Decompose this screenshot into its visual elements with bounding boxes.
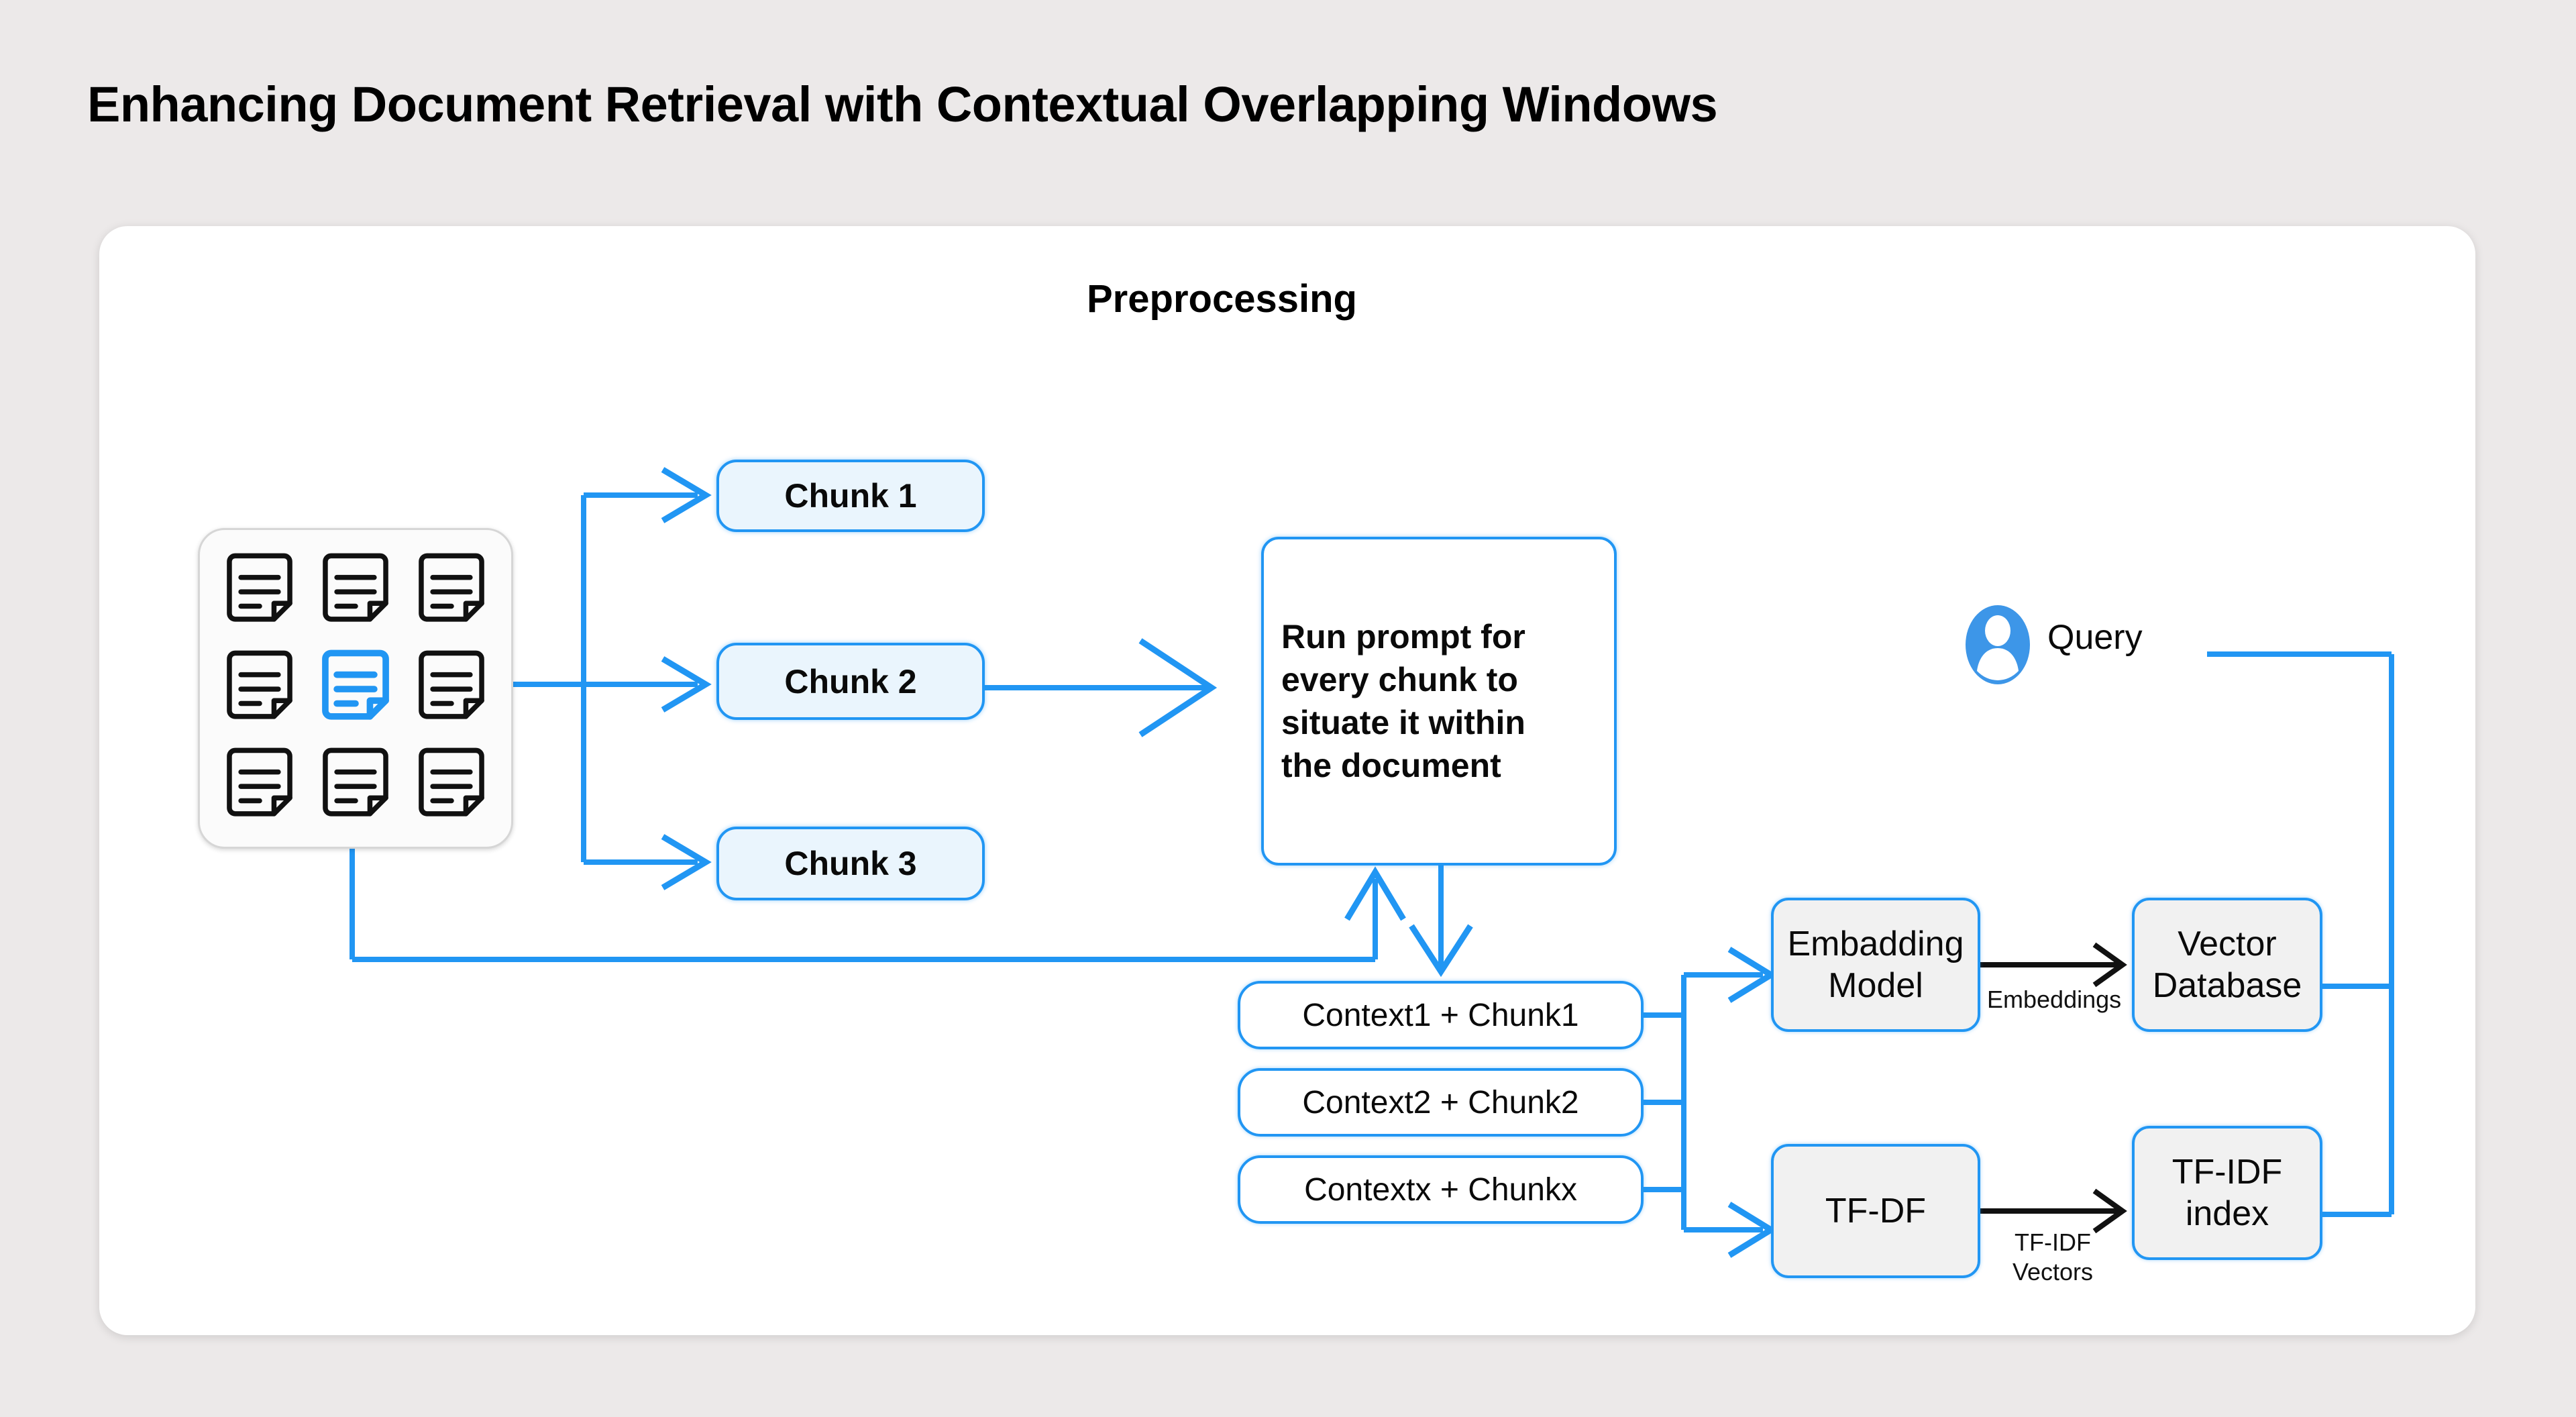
context-label: Context1 + Chunk1 bbox=[1302, 997, 1579, 1033]
documents-grid-icon bbox=[198, 528, 513, 849]
store-line: TF-DF bbox=[1825, 1191, 1927, 1230]
document-icon bbox=[323, 747, 388, 817]
store-line: TF-IDF bbox=[2171, 1152, 2283, 1192]
store-line: Embadding bbox=[1787, 924, 1964, 963]
document-icon bbox=[227, 747, 293, 817]
context-box-1[interactable]: Context1 + Chunk1 bbox=[1238, 981, 1644, 1049]
page-title: Enhancing Document Retrieval with Contex… bbox=[87, 76, 1718, 132]
section-heading: Preprocessing bbox=[1087, 277, 1357, 321]
store-line: Vector bbox=[2178, 924, 2277, 963]
query-label: Query bbox=[2047, 618, 2143, 657]
store-line: index bbox=[2185, 1194, 2269, 1233]
edge-label-line: Vectors bbox=[2012, 1257, 2094, 1285]
store-line: Model bbox=[1828, 966, 1923, 1005]
embedding-model-box[interactable]: Embadding Model bbox=[1771, 898, 1980, 1032]
chunk-label: Chunk 3 bbox=[784, 845, 917, 882]
context-box-3[interactable]: Contextx + Chunkx bbox=[1238, 1155, 1644, 1224]
store-line: Database bbox=[2152, 966, 2302, 1005]
chunk-label: Chunk 2 bbox=[784, 662, 917, 700]
document-icon bbox=[418, 747, 484, 817]
prompt-line: Run prompt for bbox=[1281, 618, 1525, 655]
prompt-line: situate it within bbox=[1281, 704, 1525, 741]
tf-idf-index-box[interactable]: TF-IDF index bbox=[2132, 1126, 2322, 1260]
chunk-box-2[interactable]: Chunk 2 bbox=[716, 643, 985, 720]
context-label: Contextx + Chunkx bbox=[1304, 1171, 1577, 1208]
run-prompt-box[interactable]: Run prompt for every chunk to situate it… bbox=[1261, 537, 1617, 865]
context-label: Context2 + Chunk2 bbox=[1302, 1084, 1579, 1120]
document-icon bbox=[227, 650, 293, 719]
prompt-line: the document bbox=[1281, 747, 1501, 784]
context-box-2[interactable]: Context2 + Chunk2 bbox=[1238, 1068, 1644, 1137]
edge-label-line: Embeddings bbox=[1987, 986, 2122, 1013]
document-icon bbox=[323, 553, 388, 622]
user-avatar-icon[interactable] bbox=[1964, 604, 2031, 686]
vector-database-box[interactable]: Vector Database bbox=[2132, 898, 2322, 1032]
edge-label-embeddings: Embeddings bbox=[1987, 985, 2122, 1014]
chunk-box-1[interactable]: Chunk 1 bbox=[716, 460, 985, 532]
tf-df-box[interactable]: TF-DF bbox=[1771, 1144, 1980, 1278]
document-icon bbox=[227, 553, 293, 622]
edge-label-tfidf-vectors: TF-IDF Vectors bbox=[1987, 1228, 2118, 1287]
document-icon bbox=[418, 553, 484, 622]
chunk-box-3[interactable]: Chunk 3 bbox=[716, 827, 985, 900]
document-icon-highlighted bbox=[322, 649, 389, 720]
document-icon bbox=[418, 650, 484, 719]
prompt-line: every chunk to bbox=[1281, 661, 1518, 698]
edge-label-line: TF-IDF bbox=[2015, 1228, 2091, 1256]
chunk-label: Chunk 1 bbox=[784, 477, 917, 515]
